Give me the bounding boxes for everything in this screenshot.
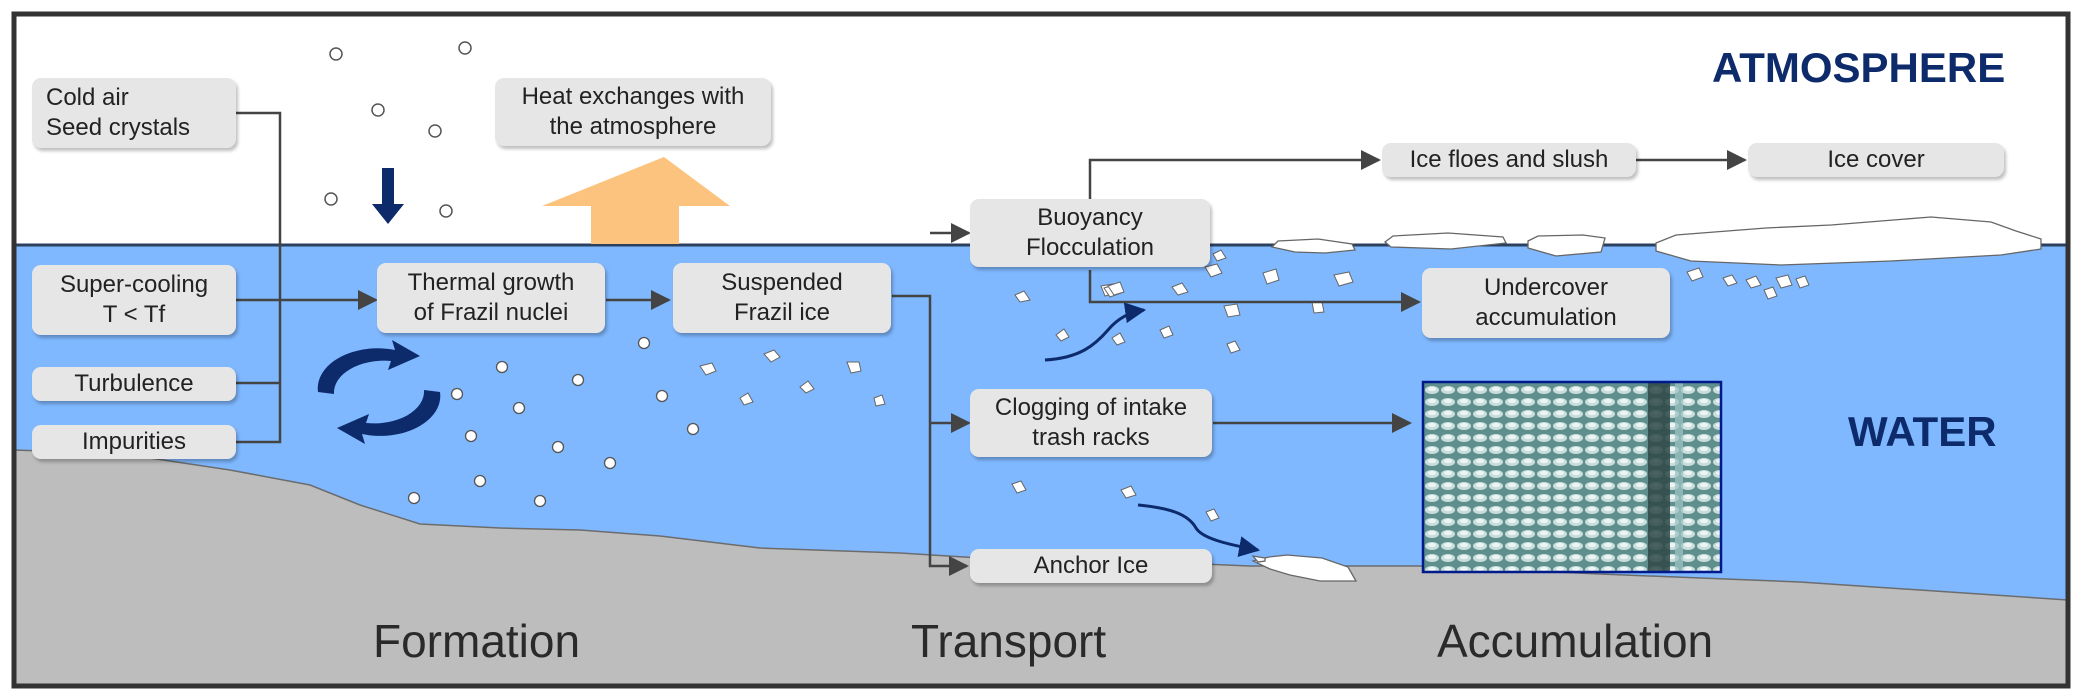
- ice-floe-icon: [1270, 238, 1357, 254]
- frazil-flake-icon: [1745, 275, 1762, 289]
- turbulence-label: Turbulence: [74, 370, 194, 397]
- clogging-box: Clogging of intake trash racks: [970, 389, 1212, 457]
- thermal-growth-box: Thermal growth of Frazil nuclei: [377, 263, 605, 333]
- seed-crystal-icon: [439, 204, 453, 218]
- ice-floes-box: Ice floes and slush: [1382, 143, 1636, 177]
- frazil-flake-icon: [1686, 267, 1704, 282]
- ice-cover-box: Ice cover: [1748, 143, 2004, 177]
- water-label: WATER: [1848, 408, 1997, 455]
- frazil-flake-icon: [1262, 268, 1280, 285]
- frazil-crystal-icon: [686, 422, 700, 436]
- frazil-crystal-icon: [603, 456, 617, 470]
- clogging-label: Clogging of intake trash racks: [994, 394, 1188, 451]
- frazil-flake-icon: [1311, 301, 1325, 314]
- frazil-flake-icon: [1775, 274, 1793, 289]
- settle-arrow-icon: [1137, 503, 1261, 557]
- rise-arrow-icon: [1044, 302, 1147, 362]
- seed-crystals: [324, 41, 472, 218]
- cooling-arrow-icon: [372, 168, 404, 224]
- frazil-flake-icon: [799, 380, 815, 394]
- frazil-flake-icon: [1171, 282, 1189, 296]
- frazil-crystal-icon: [473, 474, 487, 488]
- heat-exchange-label: Heat exchanges with the atmosphere: [521, 83, 745, 140]
- frazil-flake-icon: [873, 394, 886, 407]
- frazil-crystal-icon: [571, 373, 585, 387]
- ice-cover-label: Ice cover: [1827, 146, 1925, 173]
- frazil-flake-icon: [1212, 249, 1227, 262]
- connector-transport-trunk: [892, 294, 969, 576]
- frazil-flake-icon: [1120, 485, 1137, 499]
- seed-crystal-icon: [428, 124, 442, 138]
- ice-floe-icon: [1655, 216, 2042, 266]
- frazil-flake-icon: [1223, 303, 1241, 318]
- frazil-flake-icon: [1111, 332, 1126, 346]
- thermal-growth-label: Thermal growth of Frazil nuclei: [407, 269, 575, 326]
- frazil-flake-icon: [763, 349, 781, 363]
- heat-arrow-icon: [542, 157, 730, 244]
- phase-accumulation: Accumulation: [1437, 615, 1714, 667]
- connector-input-bracket: [236, 111, 282, 444]
- frazil-flake-icon: [846, 361, 862, 374]
- frazil-crystal-icon: [450, 387, 464, 401]
- phase-formation: Formation: [373, 615, 581, 667]
- frazil-flake-icon: [1205, 508, 1220, 522]
- undercover-label: Undercover accumulation: [1475, 274, 1617, 331]
- seed-crystal-icon: [324, 192, 338, 206]
- frazil-flake-icon: [739, 392, 754, 406]
- turbulence-cycle-icon: [317, 340, 441, 444]
- anchor-ice-box: Anchor Ice: [970, 549, 1212, 583]
- frazil-crystal-icon: [495, 360, 509, 374]
- cold-air-label: Cold air Seed crystals: [46, 84, 191, 141]
- frazil-flake-icon: [1011, 480, 1027, 494]
- frazil-flake-icon: [1055, 328, 1070, 342]
- frazil-flake-icon: [1226, 340, 1241, 354]
- frazil-flake-icon: [1159, 325, 1174, 339]
- frazil-crystal-icon: [637, 336, 651, 350]
- frazil-flake-icon: [1014, 290, 1031, 303]
- frazil-flake-icon: [1763, 286, 1778, 300]
- impurities-label: Impurities: [81, 428, 187, 455]
- atmosphere-label: ATMOSPHERE: [1712, 44, 2006, 91]
- seed-crystal-icon: [329, 47, 343, 61]
- super-cooling-box: Super-cooling T < Tf: [32, 265, 236, 335]
- frazil-flakes: [699, 249, 1810, 522]
- ice-floe-icon: [1251, 554, 1358, 582]
- diagram-frame: [11, 11, 2071, 689]
- frazil-flake-icon: [1204, 263, 1223, 278]
- ice-floe-icon: [1383, 232, 1507, 250]
- frazil-flake-icon: [1722, 274, 1738, 287]
- impurities-box: Impurities: [32, 425, 236, 459]
- ice-floes-label: Ice floes and slush: [1409, 146, 1609, 173]
- buoyancy-box: Buoyancy Flocculation: [970, 199, 1210, 267]
- undercover-box: Undercover accumulation: [1422, 268, 1670, 338]
- frazil-flake-icon: [699, 362, 717, 376]
- frazil-crystal-icon: [464, 429, 478, 443]
- trash-rack-photo: [1421, 380, 1723, 574]
- frazil-particles: [407, 336, 700, 508]
- frazil-flake-icon: [1333, 271, 1354, 287]
- frazil-flake-icon: [1107, 281, 1125, 296]
- phase-transport: Transport: [911, 615, 1107, 667]
- frazil-crystal-icon: [407, 491, 421, 505]
- suspended-frazil-box: Suspended Frazil ice: [673, 263, 891, 333]
- frazil-crystal-icon: [533, 494, 547, 508]
- frazil-flake-icon: [1795, 275, 1810, 289]
- seed-crystal-icon: [371, 103, 385, 117]
- anchor-ice-label: Anchor Ice: [1033, 552, 1149, 579]
- turbulence-box: Turbulence: [32, 367, 236, 401]
- connector-to-undercover: [1088, 270, 1421, 312]
- buoyancy-label: Buoyancy Flocculation: [1025, 204, 1155, 261]
- ice-floes: [1251, 216, 2042, 582]
- frazil-crystal-icon: [512, 401, 526, 415]
- ice-floe-icon: [1527, 234, 1606, 257]
- heat-exchange-box: Heat exchanges with the atmosphere: [495, 78, 771, 146]
- super-cooling-label: Super-cooling T < Tf: [59, 271, 209, 328]
- suspended-frazil-label: Suspended Frazil ice: [721, 269, 843, 326]
- seed-crystal-icon: [458, 41, 472, 55]
- frazil-crystal-icon: [551, 440, 565, 454]
- frazil-crystal-icon: [655, 389, 669, 403]
- cold-air-box: Cold air Seed crystals: [32, 78, 236, 148]
